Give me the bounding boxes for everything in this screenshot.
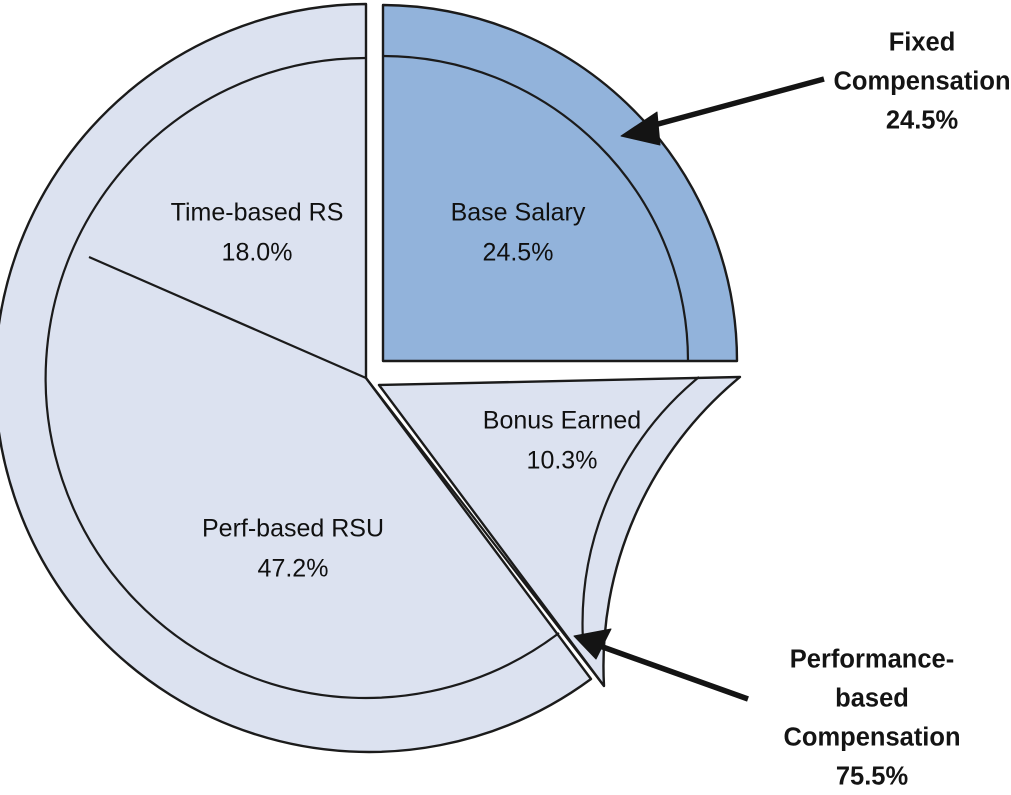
label-perf-based-rsu-name: Perf-based RSU: [202, 515, 384, 543]
slice-base-salary[interactable]: [381, 3, 739, 363]
label-time-based-rs-value: 18.0%: [222, 239, 293, 267]
label-bonus-earned-name: Bonus Earned: [483, 407, 641, 435]
callout-fixed-arrow-icon: [620, 111, 661, 146]
callout-performance-line4: 75.5%: [836, 763, 908, 791]
callout-performance-arrow-icon: [573, 628, 612, 660]
label-base-salary-value: 24.5%: [483, 239, 554, 267]
label-base-salary: Base Salary 24.5%: [451, 199, 586, 267]
divider-perf-rsu-bonus: [365, 377, 605, 687]
callout-performance-line1: Performance-: [790, 646, 954, 674]
label-bonus-earned: Bonus Earned 10.3%: [483, 407, 641, 475]
callout-performance-line3: Compensation: [783, 724, 960, 752]
callout-fixed-line3: 24.5%: [886, 107, 958, 135]
label-time-based-rs-name: Time-based RS: [171, 199, 344, 227]
label-base-salary-name: Base Salary: [451, 199, 586, 227]
callout-fixed-line2: Compensation: [833, 68, 1010, 96]
callout-fixed-line1: Fixed: [889, 29, 956, 57]
inner-ring-arc-performance: [44, 56, 560, 700]
slice-performance-main-body[interactable]: [0, 2, 593, 754]
callout-performance-compensation: Performance- based Compensation 75.5%: [573, 628, 961, 791]
label-perf-based-rsu-value: 47.2%: [258, 555, 329, 583]
callout-fixed-compensation: Fixed Compensation 24.5%: [620, 29, 1011, 146]
label-time-based-rs: Time-based RS 18.0%: [171, 199, 344, 267]
divider-time-rs-perf-rsu: [88, 255, 367, 380]
callout-performance-leader-line: [599, 643, 749, 702]
inner-ring-arc-base-salary: [382, 54, 690, 362]
callout-performance-line2: based: [835, 685, 909, 713]
inner-ring-arc-bonus: [581, 376, 700, 642]
label-bonus-earned-value: 10.3%: [527, 447, 598, 475]
callout-fixed-leader-line: [646, 76, 825, 130]
label-perf-based-rsu: Perf-based RSU 47.2%: [202, 515, 384, 583]
